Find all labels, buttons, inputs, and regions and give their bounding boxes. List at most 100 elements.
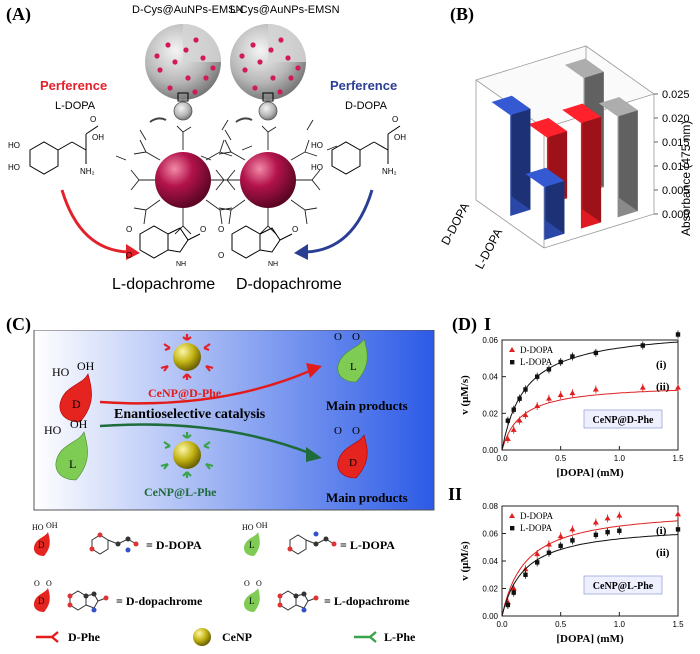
data-point: [558, 359, 563, 365]
legend-d-dopa-letter: D: [38, 540, 45, 550]
data-point: [557, 392, 564, 397]
data-point: [592, 386, 599, 392]
catalyst-box: [583, 575, 663, 595]
data-point: [546, 550, 552, 555]
center-catalysis-text: Enantioselective catalysis: [114, 407, 266, 422]
data-point: [546, 367, 552, 372]
panel-b-label: (B): [450, 4, 474, 24]
d-dopa-ho: HO: [52, 365, 70, 379]
x-tick-label: 0.5: [555, 454, 567, 463]
data-point: [604, 515, 611, 521]
fit-curve: [501, 341, 679, 451]
cenp-l-phe-particle: [160, 432, 214, 478]
bar3d-bar: [598, 97, 638, 218]
y-tick-label: 0.00: [482, 446, 498, 455]
red-catalysis-arrowhead: [306, 363, 322, 378]
data-point: [616, 512, 623, 518]
svg-text:O: O: [126, 225, 132, 234]
y-tick-label: 0.06: [482, 530, 498, 539]
data-point: [505, 602, 511, 608]
svg-text:HO: HO: [311, 141, 323, 150]
data-point: [517, 396, 522, 401]
catalyst-box: [583, 409, 663, 429]
legend-l-dopachrome-text: = L-dopachrome: [324, 594, 410, 608]
red-arrowhead: [126, 244, 140, 260]
y-tick-label: 0.02: [482, 409, 498, 418]
data-point: [523, 572, 528, 577]
data-point: [617, 528, 622, 533]
bottom-main-products: Main products: [326, 490, 408, 505]
legend-marker: [509, 347, 515, 352]
legend-l-dopachrome: [243, 588, 319, 613]
data-point: [504, 436, 511, 441]
panel-d-label: (D): [452, 314, 477, 334]
data-point: [592, 519, 599, 525]
data-point: [534, 551, 541, 557]
data-point: [535, 374, 540, 379]
catalyst-box-label: CeNP@D-Phe: [593, 415, 655, 426]
bar3d-bar: [491, 95, 531, 216]
data-point: [640, 343, 645, 348]
legend-d-dopachrome-letter: D: [38, 596, 45, 606]
legend-l-dopa: [243, 531, 337, 556]
bar3d-bar: [562, 103, 602, 229]
y-tick-label: 0.02: [482, 585, 498, 594]
d-dopachrome-letter: D: [349, 457, 357, 469]
fit-curve: [501, 520, 679, 617]
d-dopa-oh: OH: [77, 359, 95, 373]
data-point: [522, 412, 529, 418]
legend-l-dopachrome-o1: O: [244, 579, 250, 588]
right-preference-substrate: D-DOPA: [345, 100, 387, 112]
legend-d-phe-text: D-Phe: [68, 630, 101, 644]
right-particle-label: L-Cys@AuNPs-EMSN: [230, 4, 340, 16]
legend-l-phe-text: L-Phe: [384, 630, 416, 644]
bar3d-tick-label: 0.020: [662, 113, 690, 125]
data-point: [505, 418, 511, 423]
data-point: [510, 426, 517, 432]
legend-d-dopachrome-text: = D-dopachrome: [116, 594, 203, 608]
left-emsn-sphere: [145, 24, 221, 121]
y-tick-label: 0.04: [482, 557, 498, 566]
legend-marker: [510, 360, 515, 365]
curve-label: (ii): [656, 547, 670, 559]
y-axis-label: v (μM/s): [459, 541, 471, 581]
blue-arrow: [305, 189, 374, 254]
legend-d-dopachrome-o1: O: [34, 579, 40, 588]
green-catalysis-arrow: [99, 423, 313, 456]
red-catalysis-arrow: [99, 368, 313, 405]
x-tick-label: 1.5: [672, 620, 684, 629]
data-point: [557, 533, 564, 539]
data-point: [593, 532, 599, 538]
catalyst-box-label: CeNP@L-Phe: [593, 581, 654, 592]
svg-text:O: O: [218, 251, 224, 260]
l-dopachrome-drop: [337, 338, 368, 383]
l-dopa-drop: [55, 431, 88, 481]
panel-a-label: (A): [6, 4, 31, 24]
legend-d-dopa-oh: OH: [46, 521, 58, 530]
data-point: [569, 526, 576, 532]
right-product-label: D-dopachrome: [236, 276, 342, 293]
l-dopachrome-letter: L: [350, 361, 357, 373]
bar3d-row-label-d: D-DOPA: [438, 200, 472, 247]
x-axis-label: [DOPA] (mM): [556, 633, 624, 645]
bottom-catalyst-label: CeNP@L-Phe: [144, 485, 217, 499]
d-dopachrome-structure: [231, 225, 293, 259]
x-tick-label: 1.5: [672, 454, 684, 463]
l-dopachrome-o2: O: [352, 331, 360, 343]
svg-text:O: O: [392, 115, 398, 124]
right-preference-label: Perference: [330, 78, 398, 93]
data-point: [675, 527, 681, 532]
d-dopachrome-o2: O: [352, 425, 360, 437]
left-preference-label: Perference: [40, 78, 108, 93]
d-dopa-drop: [59, 373, 92, 423]
curve-label: (i): [656, 525, 667, 537]
d-dopa-letter: D: [72, 397, 81, 411]
l-dopa-ho: HO: [44, 423, 62, 437]
data-point: [605, 529, 610, 535]
red-arrow: [60, 189, 129, 254]
data-point: [558, 543, 563, 549]
data-point: [535, 560, 540, 565]
top-main-products: Main products: [326, 398, 408, 413]
